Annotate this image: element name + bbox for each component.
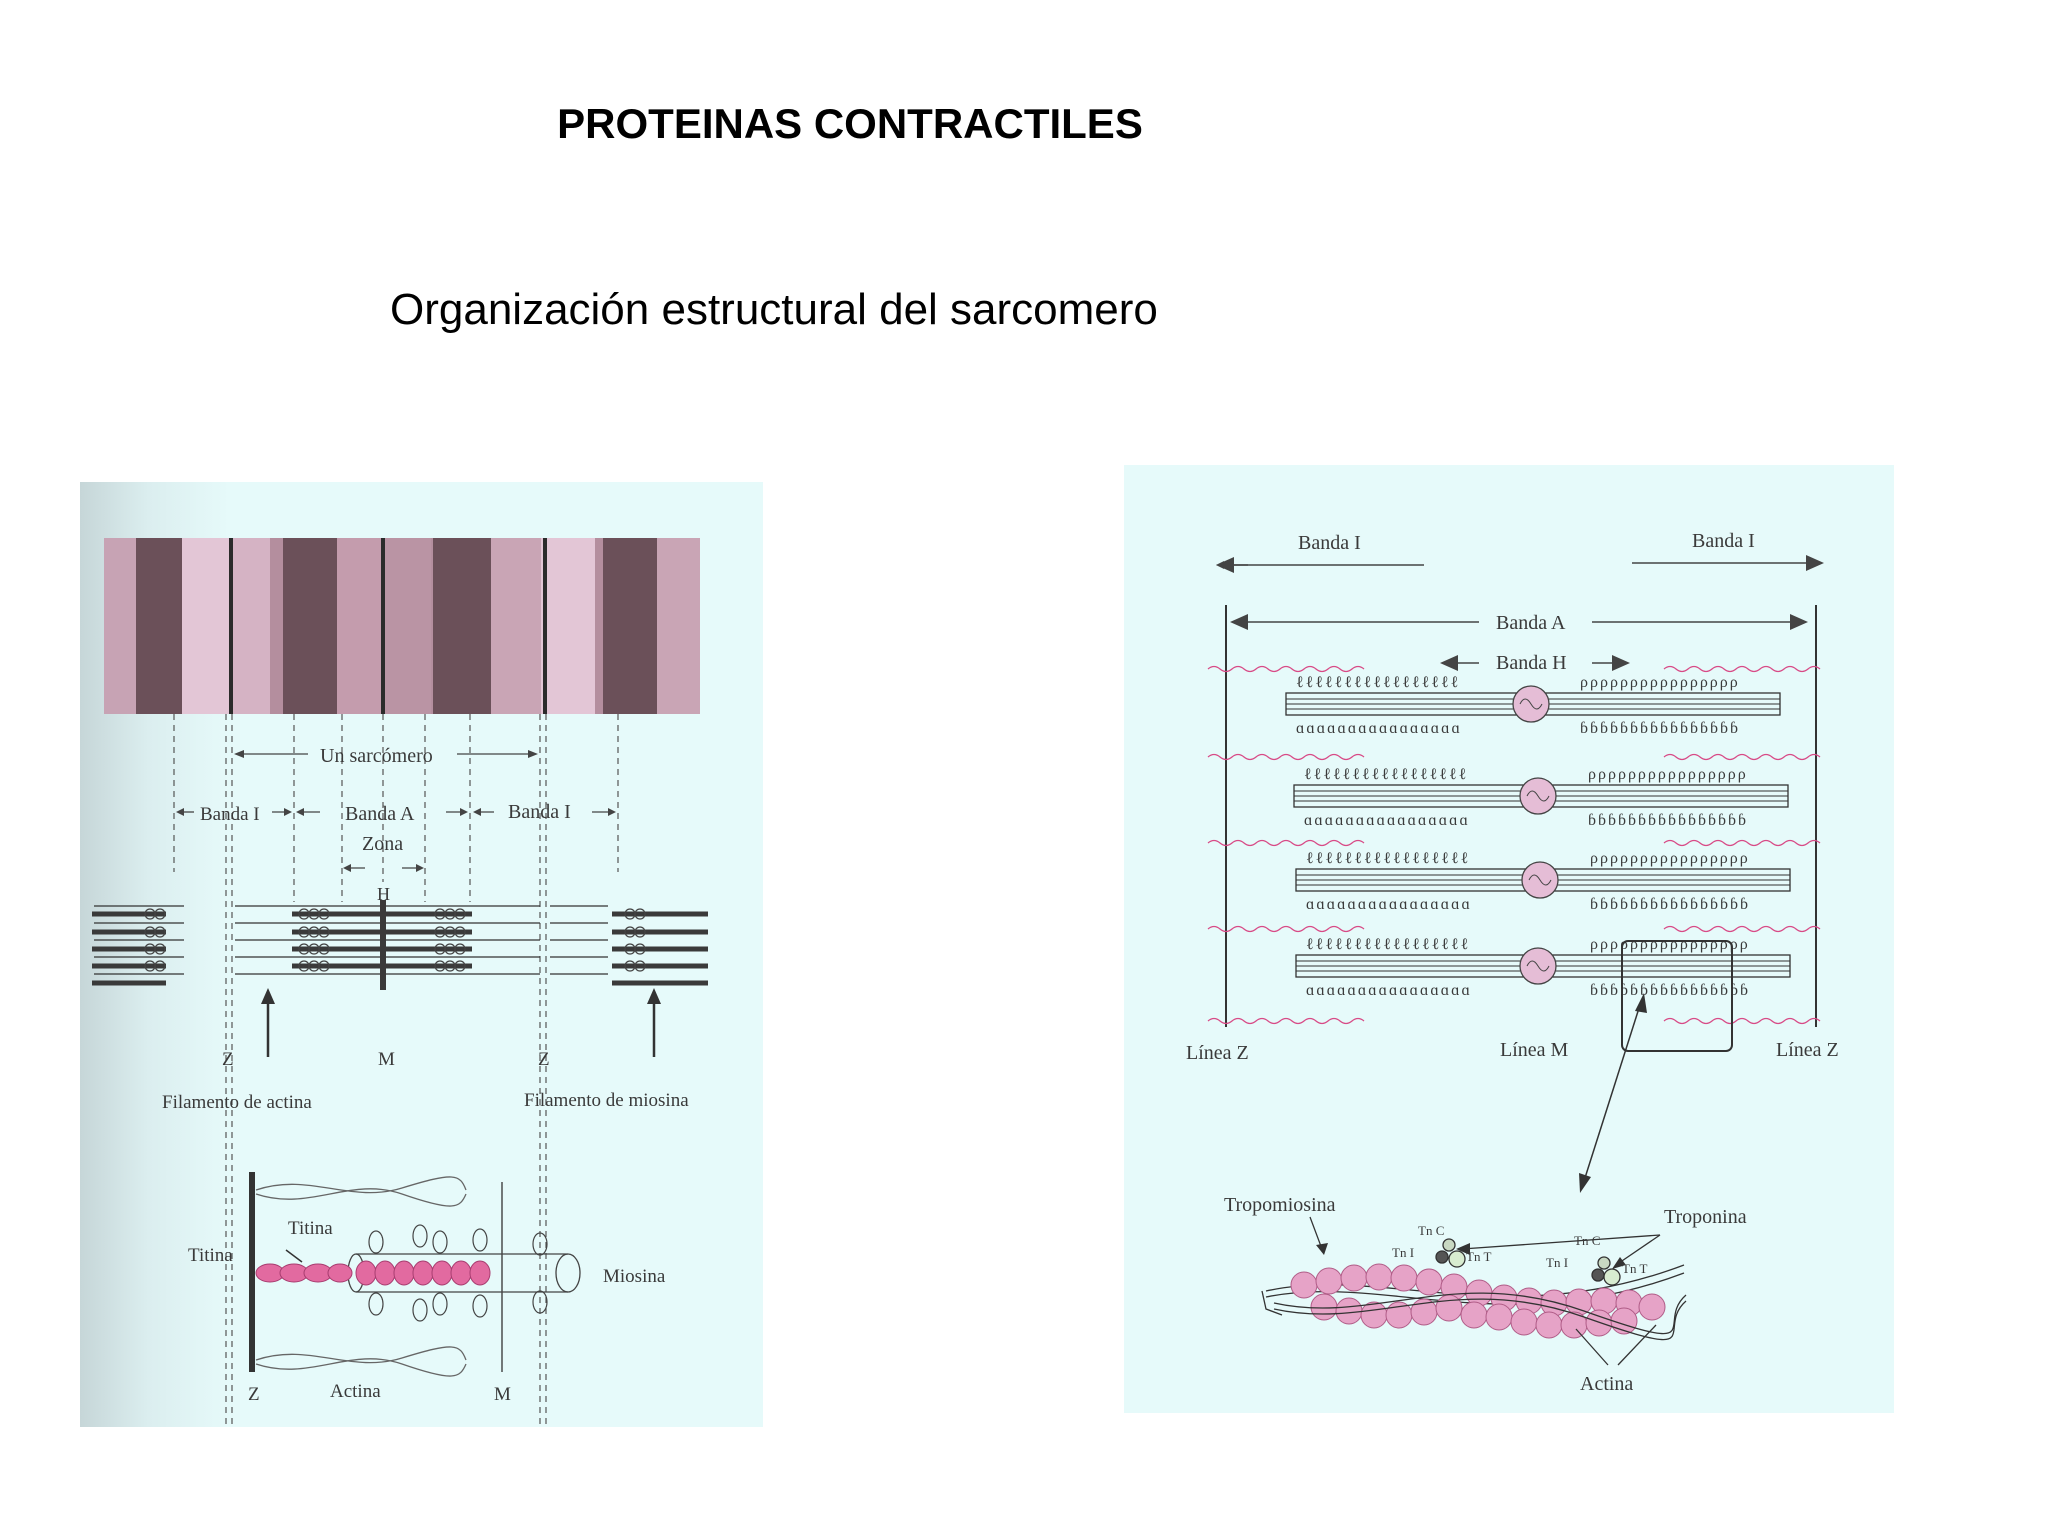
myosin-row-3: ℓℓℓℓℓℓℓℓℓℓℓℓℓℓℓℓℓ ɑɑɑɑɑɑɑɑɑɑɑɑɑɑɑɑ ρρρρρ… (1207, 839, 1821, 913)
label-z-bottom: Z (248, 1384, 260, 1405)
svg-text:ℓℓℓℓℓℓℓℓℓℓℓℓℓℓℓℓℓ: ℓℓℓℓℓℓℓℓℓℓℓℓℓℓℓℓℓ (1304, 766, 1468, 783)
label-tn-i-2: Tn I (1546, 1255, 1568, 1270)
svg-text:ℓℓℓℓℓℓℓℓℓℓℓℓℓℓℓℓℓ: ℓℓℓℓℓℓℓℓℓℓℓℓℓℓℓℓℓ (1306, 850, 1470, 867)
label-banda-i-left: Banda I (200, 804, 260, 825)
label-miosina: Miosina (603, 1266, 666, 1287)
label-banda-a: Banda A (1496, 612, 1566, 634)
label-tropomiosina: Tropomiosina (1224, 1194, 1336, 1216)
label-un-sarcomero: Un sarcómero (320, 745, 433, 767)
label-filamento-miosina: Filamento de miosina (524, 1090, 689, 1111)
label-m: M (378, 1049, 395, 1070)
label-tn-i-1: Tn I (1392, 1245, 1414, 1260)
label-banda-i-left: Banda I (1298, 532, 1361, 554)
label-h: H (377, 884, 390, 904)
label-banda-a: Banda A (345, 803, 415, 825)
svg-text:ρρρρρρρρρρρρρρρρ: ρρρρρρρρρρρρρρρρ (1588, 766, 1748, 783)
sarcomere-structure-figure: Un sarcómero Banda I Banda A Banda I Zon… (80, 482, 763, 1492)
myosin-row-1: ℓℓℓℓℓℓℓℓℓℓℓℓℓℓℓℓℓ ɑɑɑɑɑɑɑɑɑɑɑɑɑɑɑɑ ρρρρρ… (1207, 665, 1821, 737)
slide-subtitle: Organización estructural del sarcomero (390, 285, 1158, 334)
svg-text:ɓɓɓɓɓɓɓɓɓɓɓɓɓɓɓɓ: ɓɓɓɓɓɓɓɓɓɓɓɓɓɓɓɓ (1580, 720, 1740, 737)
svg-text:ρρρρρρρρρρρρρρρρ: ρρρρρρρρρρρρρρρρ (1590, 850, 1750, 867)
label-actina: Actina (330, 1381, 381, 1402)
label-z-left: Z (222, 1049, 234, 1070)
svg-text:ɑɑɑɑɑɑɑɑɑɑɑɑɑɑɑɑ: ɑɑɑɑɑɑɑɑɑɑɑɑɑɑɑɑ (1296, 720, 1462, 737)
label-tn-t-1: Tn T (1466, 1249, 1491, 1264)
label-troponina: Troponina (1664, 1206, 1747, 1228)
zoom-box (1621, 940, 1733, 1052)
svg-text:ρρρρρρρρρρρρρρρρ: ρρρρρρρρρρρρρρρρ (1590, 936, 1750, 953)
svg-text:ɓɓɓɓɓɓɓɓɓɓɓɓɓɓɓɓ: ɓɓɓɓɓɓɓɓɓɓɓɓɓɓɓɓ (1590, 896, 1750, 913)
filament-diagram (92, 900, 708, 990)
label-banda-i-right: Banda I (508, 801, 571, 823)
label-titina-left: Titina (188, 1245, 233, 1266)
label-zona: Zona (362, 833, 403, 855)
band-arrows (1216, 555, 1824, 671)
label-banda-i-right: Banda I (1692, 530, 1755, 552)
pointer-arrows (261, 988, 661, 1057)
zoom-arrow (1579, 993, 1647, 1193)
label-tn-t-2: Tn T (1622, 1261, 1647, 1276)
label-linea-z-left: Línea Z (1186, 1042, 1249, 1064)
label-tn-c-2: Tn C (1574, 1233, 1600, 1248)
sarcomere-molecular-figure: Banda I Banda I Banda A Banda H ℓℓℓℓℓℓℓℓ… (1124, 465, 1894, 1413)
svg-text:ɓɓɓɓɓɓɓɓɓɓɓɓɓɓɓɓ: ɓɓɓɓɓɓɓɓɓɓɓɓɓɓɓɓ (1590, 982, 1750, 999)
svg-text:ɓɓɓɓɓɓɓɓɓɓɓɓɓɓɓɓ: ɓɓɓɓɓɓɓɓɓɓɓɓɓɓɓɓ (1588, 812, 1748, 829)
label-titina-top: Titina (288, 1218, 333, 1239)
striation-band (104, 538, 700, 714)
label-z-right: Z (538, 1049, 550, 1070)
arrow-heads (176, 750, 616, 872)
svg-text:ℓℓℓℓℓℓℓℓℓℓℓℓℓℓℓℓℓ: ℓℓℓℓℓℓℓℓℓℓℓℓℓℓℓℓℓ (1296, 674, 1460, 691)
svg-text:ρρρρρρρρρρρρρρρρ: ρρρρρρρρρρρρρρρρ (1580, 674, 1740, 691)
label-filamento-actina: Filamento de actina (162, 1092, 312, 1113)
slide-title: PROTEINAS CONTRACTILES (557, 100, 1143, 147)
thin-filament-detail (1261, 1216, 1687, 1366)
myosin-row-2: ℓℓℓℓℓℓℓℓℓℓℓℓℓℓℓℓℓ ɑɑɑɑɑɑɑɑɑɑɑɑɑɑɑɑ ρρρρρ… (1207, 753, 1821, 829)
panel-background (1124, 465, 1894, 1413)
label-actina: Actina (1580, 1373, 1633, 1395)
label-m-bottom: M (494, 1384, 511, 1405)
svg-text:ɑɑɑɑɑɑɑɑɑɑɑɑɑɑɑɑ: ɑɑɑɑɑɑɑɑɑɑɑɑɑɑɑɑ (1306, 896, 1472, 913)
svg-text:ℓℓℓℓℓℓℓℓℓℓℓℓℓℓℓℓℓ: ℓℓℓℓℓℓℓℓℓℓℓℓℓℓℓℓℓ (1306, 936, 1470, 953)
label-linea-z-right: Línea Z (1776, 1039, 1839, 1061)
titin-detail (249, 1172, 581, 1377)
label-linea-m: Línea M (1500, 1039, 1569, 1061)
label-tn-c-1: Tn C (1418, 1223, 1444, 1238)
svg-text:ɑɑɑɑɑɑɑɑɑɑɑɑɑɑɑɑ: ɑɑɑɑɑɑɑɑɑɑɑɑɑɑɑɑ (1306, 982, 1472, 999)
svg-text:ɑɑɑɑɑɑɑɑɑɑɑɑɑɑɑɑ: ɑɑɑɑɑɑɑɑɑɑɑɑɑɑɑɑ (1304, 812, 1470, 829)
guide-lines (173, 714, 619, 1492)
label-banda-h: Banda H (1496, 652, 1567, 674)
